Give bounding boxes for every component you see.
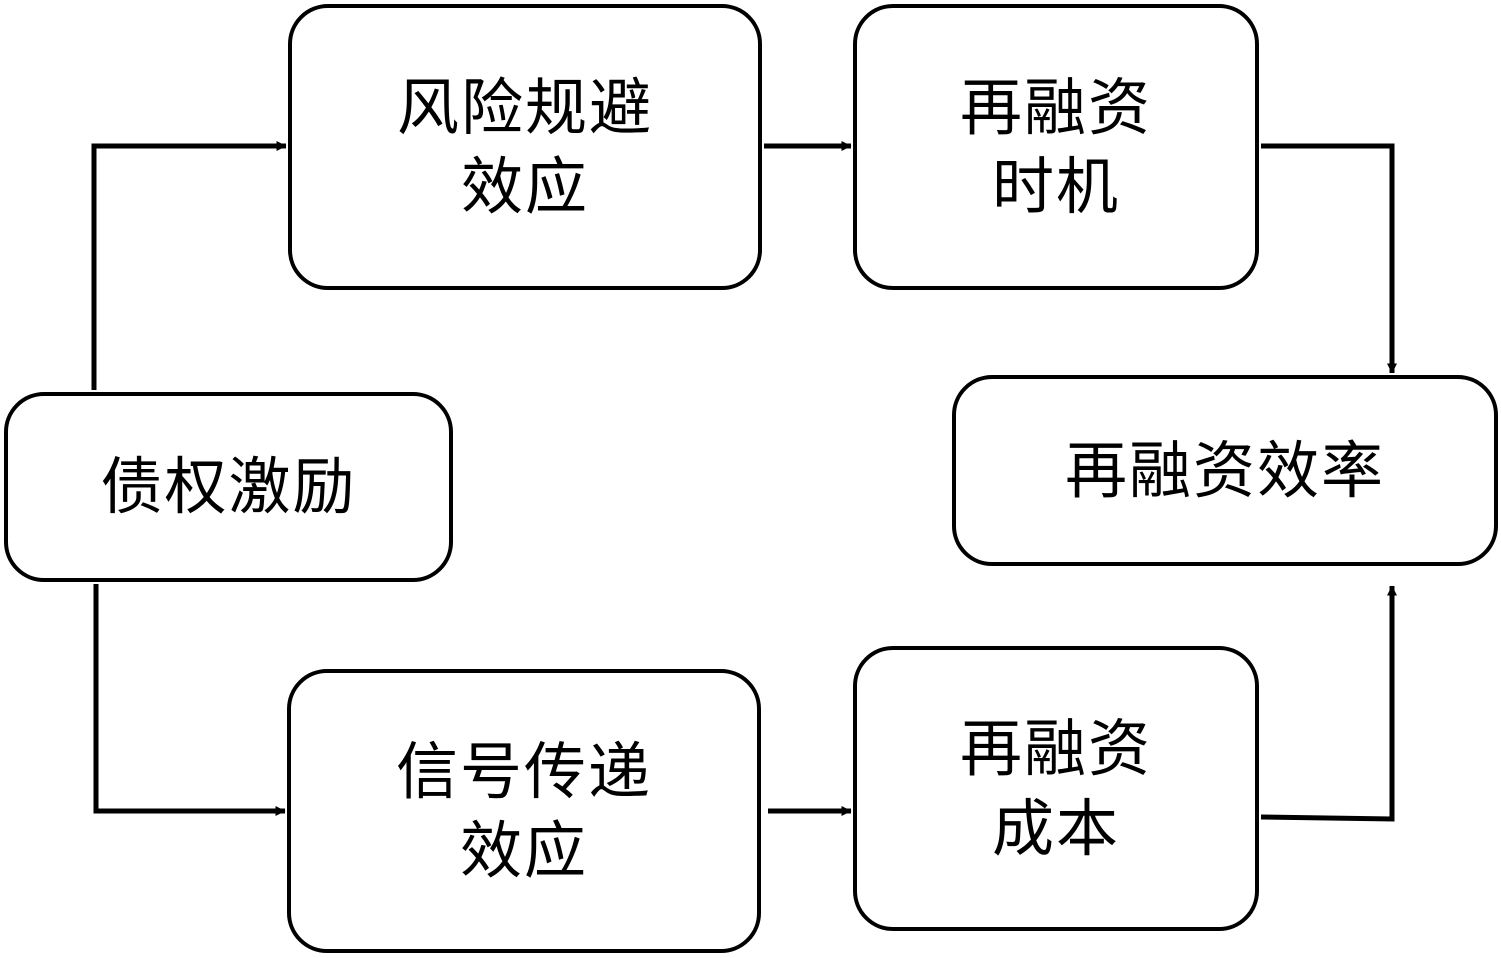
- node-refinancing-cost-label-line2: 成本: [991, 791, 1120, 865]
- node-signal-transmission-label-line2: 效应: [459, 814, 588, 887]
- node-refinancing-efficiency: 再融资效率: [952, 375, 1498, 566]
- node-signal-transmission-effect: 信号传递 效应: [287, 669, 761, 953]
- arrow-cost-to-efficiency: [1260, 585, 1397, 822]
- node-risk-avoidance-label-line1: 风险规避: [396, 70, 653, 144]
- arrow-debt-to-risk: [91, 141, 287, 390]
- node-refinancing-cost-label-line1: 再融资: [959, 712, 1152, 786]
- node-refinancing-timing-label-line1: 再融资: [959, 70, 1152, 144]
- arrow-timing-to-efficiency: [1261, 143, 1397, 374]
- node-debt-incentive-label: 债权激励: [100, 450, 357, 524]
- node-refinancing-timing: 再融资 时机: [853, 4, 1259, 290]
- node-refinancing-cost: 再融资 成本: [853, 646, 1259, 931]
- arrow-debt-to-signal: [93, 584, 286, 816]
- node-refinancing-efficiency-label: 再融资效率: [1064, 433, 1385, 507]
- node-risk-avoidance-label-line2: 效应: [460, 150, 589, 223]
- node-risk-avoidance-effect: 风险规避 效应: [288, 4, 762, 290]
- node-refinancing-timing-label-line2: 时机: [991, 150, 1120, 223]
- node-debt-incentive: 债权激励: [4, 392, 453, 582]
- node-signal-transmission-label-line1: 信号传递: [395, 734, 652, 808]
